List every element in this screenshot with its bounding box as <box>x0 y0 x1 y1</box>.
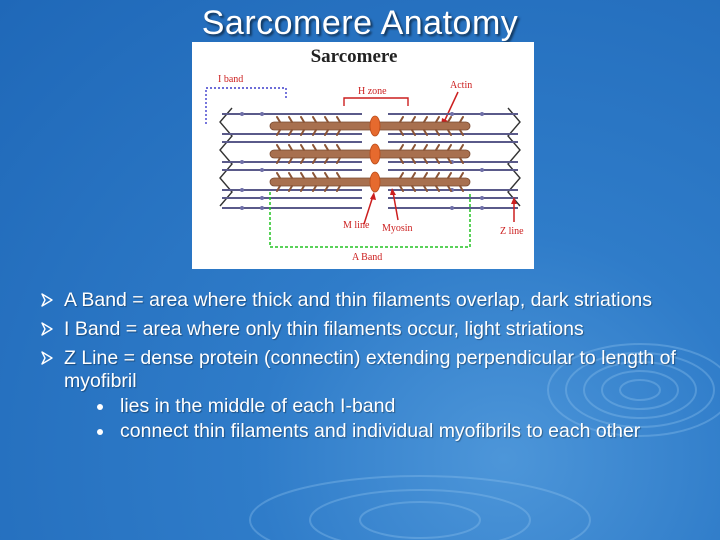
slide-title: Sarcomere Anatomy <box>201 4 519 42</box>
arrow-bullet-icon <box>41 322 53 336</box>
bullet-item: I Band = area where only thin filaments … <box>40 318 690 341</box>
bullet-list: A Band = area where thick and thin filam… <box>40 289 690 449</box>
h-zone-label: H zone <box>358 86 387 97</box>
dot-bullet-icon <box>97 404 103 410</box>
figure-heading: Sarcomere <box>311 46 398 67</box>
arrow-bullet-icon <box>41 293 53 307</box>
m-line-label: M line <box>343 220 370 231</box>
bullet-item: A Band = area where thick and thin filam… <box>40 289 690 312</box>
bullet-text: Z Line = dense protein (connectin) exten… <box>64 347 676 392</box>
sarcomere-diagram: Sarcomere I band H zone Actin <box>192 42 534 269</box>
i-band-bracket <box>205 87 287 124</box>
actin-arrow <box>443 91 459 123</box>
m-line-arrow <box>363 195 374 225</box>
z-line-left <box>219 107 233 207</box>
bullet-text: I Band = area where only thin filaments … <box>64 318 584 340</box>
myosin-arrow <box>392 191 399 221</box>
arrow-bullet-icon <box>41 351 53 365</box>
sub-bullet-text: connect thin filaments and individual my… <box>120 420 641 442</box>
bullet-text: A Band = area where thick and thin filam… <box>64 289 653 311</box>
sub-bullet-item: lies in the middle of each I-band <box>64 395 690 418</box>
sub-bullet-text: lies in the middle of each I-band <box>120 395 396 417</box>
sub-bullet-item: connect thin filaments and individual my… <box>64 420 690 443</box>
z-line-right <box>507 107 521 207</box>
myofilament-bundle <box>219 107 521 210</box>
a-band-bracket <box>269 192 471 248</box>
z-line-label: Z line <box>500 226 524 237</box>
a-band-label: A Band <box>352 252 382 263</box>
actin-label: Actin <box>450 80 472 91</box>
i-band-label: I band <box>218 74 243 85</box>
myosin-label: Myosin <box>382 223 413 234</box>
m-line <box>369 115 381 193</box>
dot-bullet-icon <box>97 429 103 435</box>
h-zone-bracket <box>343 97 409 106</box>
bullet-item: Z Line = dense protein (connectin) exten… <box>40 347 690 443</box>
